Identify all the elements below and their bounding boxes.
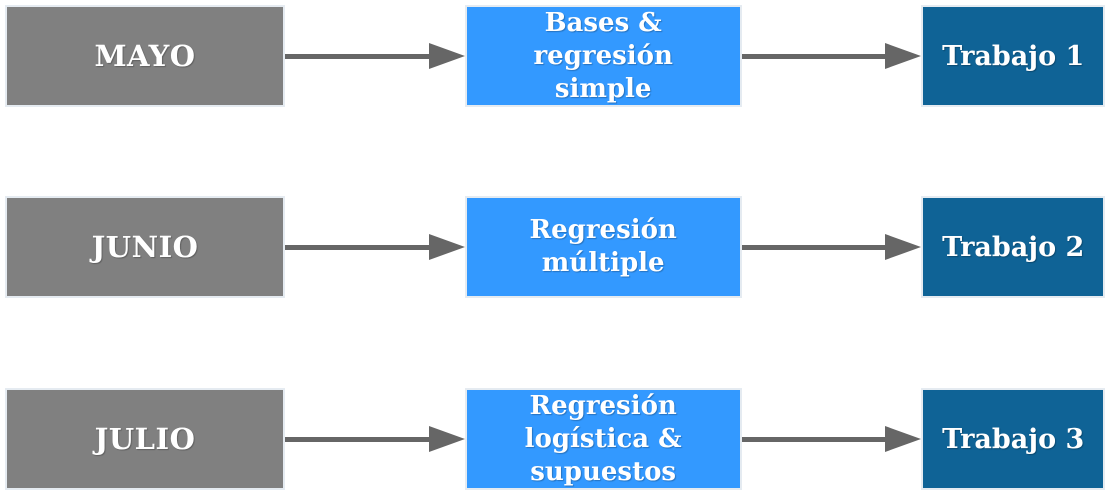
arrow-shaft [285, 53, 429, 59]
deliverable-box-trabajo-3: Trabajo 3 [921, 388, 1106, 490]
diagram-row-mayo: MAYO Bases & regresión simple Trabajo 1 [5, 5, 1106, 107]
arrow-head-icon [428, 426, 465, 452]
arrow-head-icon [885, 234, 922, 260]
arrow-right-icon [741, 196, 922, 298]
arrow-head-icon [428, 234, 465, 260]
diagram-row-julio: JULIO Regresión logística & supuestos Tr… [5, 388, 1106, 490]
arrow-right-icon [285, 196, 465, 298]
arrow-right-icon [741, 5, 922, 107]
diagram-row-junio: JUNIO Regresión múltiple Trabajo 2 [5, 196, 1106, 298]
arrow-head-icon [885, 426, 922, 452]
arrow-shaft [741, 53, 886, 59]
arrow-head-icon [885, 43, 922, 69]
arrow-shaft [285, 436, 429, 442]
deliverable-box-trabajo-1: Trabajo 1 [921, 5, 1106, 107]
month-box-mayo: MAYO [5, 5, 285, 107]
arrow-right-icon [285, 388, 465, 490]
topic-box-regresion-logistica-supuestos: Regresión logística & supuestos [464, 388, 742, 490]
topic-box-bases-regresion-simple: Bases & regresión simple [464, 5, 742, 107]
arrow-shaft [741, 436, 886, 442]
arrow-right-icon [285, 5, 465, 107]
arrow-right-icon [741, 388, 922, 490]
arrow-head-icon [428, 43, 465, 69]
arrow-shaft [285, 244, 429, 250]
topic-box-regresion-multiple: Regresión múltiple [464, 196, 742, 298]
arrow-shaft [741, 244, 886, 250]
deliverable-box-trabajo-2: Trabajo 2 [921, 196, 1106, 298]
month-box-junio: JUNIO [5, 196, 285, 298]
month-box-julio: JULIO [5, 388, 285, 490]
